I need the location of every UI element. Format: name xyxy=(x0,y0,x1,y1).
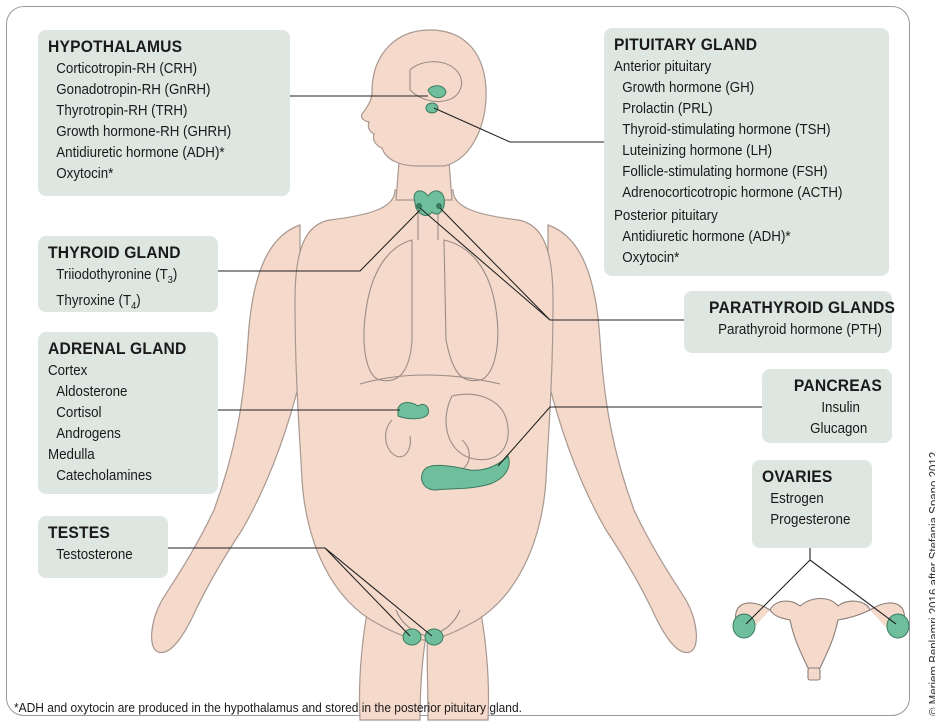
pituitary-hormone: Thyroid-stimulating hormone (TSH) xyxy=(614,120,860,141)
adrenal-hormone: Androgens xyxy=(48,424,197,445)
pituitary-hormone: Prolactin (PRL) xyxy=(614,99,860,120)
thyroid-hormone-t4: Thyroxine (T4) xyxy=(48,291,197,317)
ovaries-hormone: Progesterone xyxy=(762,510,856,531)
parathyroid-box: PARATHYROID GLANDS Parathyroid hormone (… xyxy=(684,291,892,353)
hypothalamus-hormone: Thyrotropin-RH (TRH) xyxy=(48,101,263,122)
adrenal-title: ADRENAL GLAND xyxy=(48,338,197,359)
footnote: *ADH and oxytocin are produced in the hy… xyxy=(14,700,522,715)
ovaries-hormone: Estrogen xyxy=(762,489,856,510)
testes-hormone: Testosterone xyxy=(48,545,151,566)
pituitary-hormone: Antidiuretic hormone (ADH)* xyxy=(614,227,860,248)
hypothalamus-hormone: Growth hormone-RH (GHRH) xyxy=(48,122,263,143)
thyroid-hormone-t3: Triiodothyronine (T3) xyxy=(48,265,197,291)
copyright-credit: © Meriem Benlamri 2016 after Stefania Sp… xyxy=(927,452,935,716)
head xyxy=(361,30,486,166)
parathyroid-hormone: Parathyroid hormone (PTH) xyxy=(709,320,882,341)
adrenal-medulla-label: Medulla xyxy=(48,445,197,466)
posterior-pituitary-label: Posterior pituitary xyxy=(614,206,860,227)
pituitary-title: PITUITARY GLAND xyxy=(614,34,860,55)
ovaries-box: OVARIES Estrogen Progesterone xyxy=(752,460,872,548)
hypothalamus-title: HYPOTHALAMUS xyxy=(48,36,263,57)
pituitary-hormone: Luteinizing hormone (LH) xyxy=(614,141,860,162)
adrenal-hormone: Catecholamines xyxy=(48,466,197,487)
adrenal-gland xyxy=(398,403,428,419)
adrenal-hormone: Cortisol xyxy=(48,403,197,424)
right-arm xyxy=(548,225,696,653)
anterior-pituitary-label: Anterior pituitary xyxy=(614,57,860,78)
pancreas-box: PANCREAS Insulin Glucagon xyxy=(762,369,892,443)
pituitary-box: PITUITARY GLAND Anterior pituitary Growt… xyxy=(604,28,889,276)
hypothalamus-box: HYPOTHALAMUS Corticotropin-RH (CRH) Gona… xyxy=(38,30,290,196)
pituitary-hormone: Growth hormone (GH) xyxy=(614,78,860,99)
hypothalamus-hormone: Corticotropin-RH (CRH) xyxy=(48,59,263,80)
ovaries-title: OVARIES xyxy=(762,466,856,487)
parathyroid-title: PARATHYROID GLANDS xyxy=(709,297,882,318)
pancreas-title: PANCREAS xyxy=(781,375,882,396)
adrenal-box: ADRENAL GLAND Cortex Aldosterone Cortiso… xyxy=(38,332,218,494)
parathyroid-gland-left xyxy=(417,204,422,209)
testes-title: TESTES xyxy=(48,522,151,543)
testes-box: TESTES Testosterone xyxy=(38,516,168,578)
hypothalamus-hormone: Antidiuretic hormone (ADH)* xyxy=(48,143,263,164)
testis-right xyxy=(425,629,443,645)
adrenal-hormone: Aldosterone xyxy=(48,382,197,403)
adrenal-cortex-label: Cortex xyxy=(48,361,197,382)
parathyroid-gland-right xyxy=(437,204,442,209)
ovary-right xyxy=(887,614,909,638)
pituitary-hormone: Oxytocin* xyxy=(614,248,860,269)
pituitary-gland xyxy=(426,103,438,113)
hypothalamus-hormone: Gonadotropin-RH (GnRH) xyxy=(48,80,263,101)
pancreas-hormone: Glucagon xyxy=(781,419,882,440)
thyroid-box: THYROID GLAND Triiodothyronine (T3) Thyr… xyxy=(38,236,218,312)
pituitary-hormone: Follicle-stimulating hormone (FSH) xyxy=(614,162,860,183)
pancreas-hormone: Insulin xyxy=(781,398,882,419)
hypothalamus-hormone: Oxytocin* xyxy=(48,164,263,185)
pituitary-hormone: Adrenocorticotropic hormone (ACTH) xyxy=(614,183,860,204)
thyroid-title: THYROID GLAND xyxy=(48,242,197,263)
